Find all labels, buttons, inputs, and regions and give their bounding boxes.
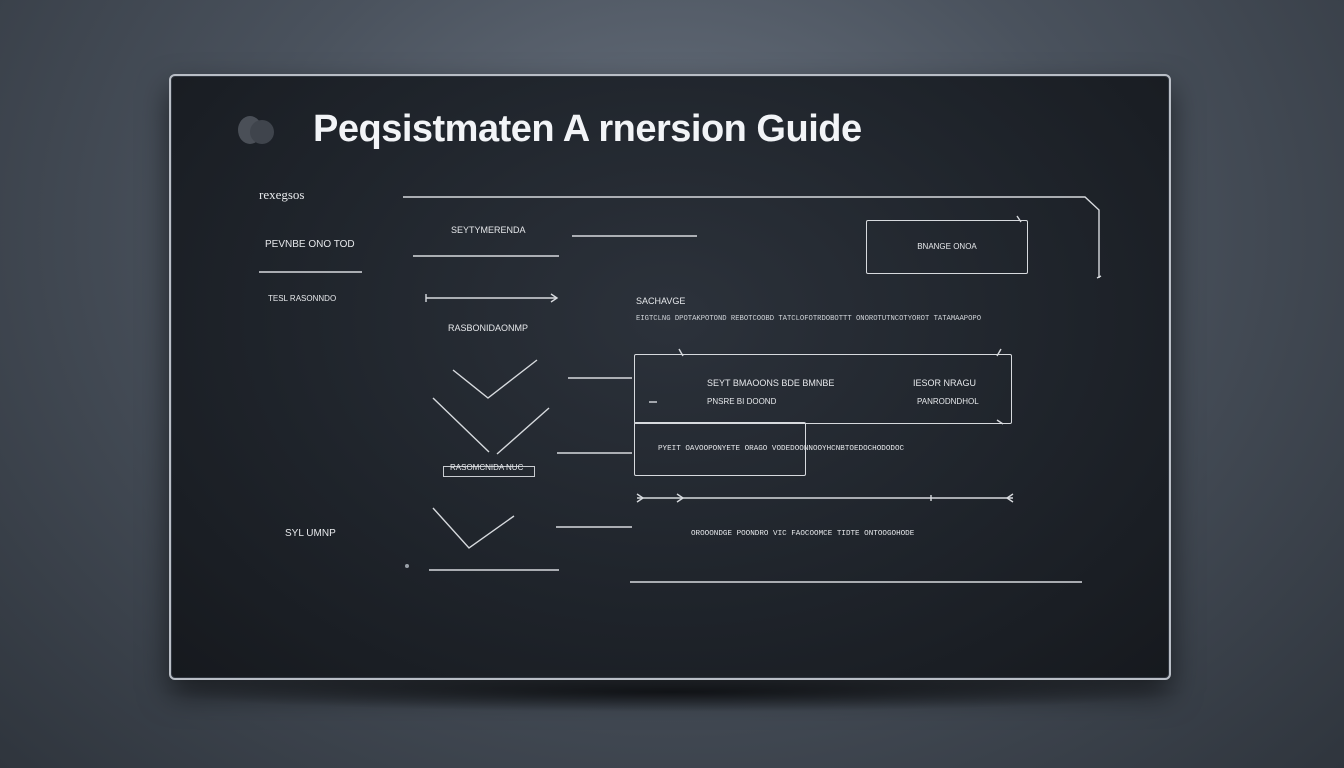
action-button-label: BNANGE ONOA — [917, 242, 977, 251]
panel-one-row1-left: SEYT BMAOONS BDE BMNBE — [707, 378, 835, 388]
long-arrow-left — [636, 493, 645, 503]
bottom-left-dot — [405, 564, 409, 568]
sidebar-item-2[interactable]: TESL RASONNDO — [268, 294, 337, 303]
flow-step-bottom-frame — [443, 466, 535, 477]
detail-heading: SACHAVGE — [636, 296, 686, 306]
chevron-two-right — [496, 407, 550, 455]
panel-one-row2-left: PNSRE BI DOOND — [707, 397, 777, 406]
flow-step-top-label: SEYTYMERENDA — [451, 225, 526, 235]
app-window: Peqsistmaten A rnersion Guide rexegsos P… — [169, 74, 1171, 680]
panel-one-row2-right: PANRODNDHOL — [917, 397, 979, 406]
sidebar-item-1[interactable]: PEVNBE ONO TOD — [265, 239, 355, 250]
detail-panel-two — [634, 422, 806, 476]
sidebar-heading: rexegsos — [259, 187, 305, 202]
top-rule-tick — [1096, 275, 1102, 279]
cloud-logo-icon — [238, 116, 274, 144]
sidebar-footer-item[interactable]: SYL UMNP — [285, 528, 336, 539]
detail-bottom-text: OROOONDGE POONDRO VIC FAOCOOMCE TIDTE ON… — [691, 530, 915, 538]
chevron-one — [452, 359, 538, 399]
long-arrow-mid — [676, 493, 685, 503]
action-button[interactable]: BNANGE ONOA — [866, 220, 1028, 274]
detail-description: EIGTCLNG DPOTAKPOTOND REBOTCOOBD TATCLOF… — [636, 315, 982, 323]
flow-step-bottom-label: RASOMCNIDA NUC — [450, 463, 524, 472]
detail-panel-one — [634, 354, 1012, 424]
flow-step-mid-label: RASBONIDAONMP — [448, 323, 529, 333]
panel-two-text: PYEIT OAVOOPONYETE ORAGO VODEDOONNOOYHCN… — [658, 445, 905, 453]
chevron-three — [432, 507, 515, 549]
long-arrow-right — [1005, 493, 1014, 503]
panel-one-row1-right: IESOR NRAGU — [913, 378, 977, 388]
mid-arrow-head — [550, 293, 559, 303]
chevron-two — [432, 397, 490, 453]
page-title: Peqsistmaten A rnersion Guide — [313, 108, 862, 150]
